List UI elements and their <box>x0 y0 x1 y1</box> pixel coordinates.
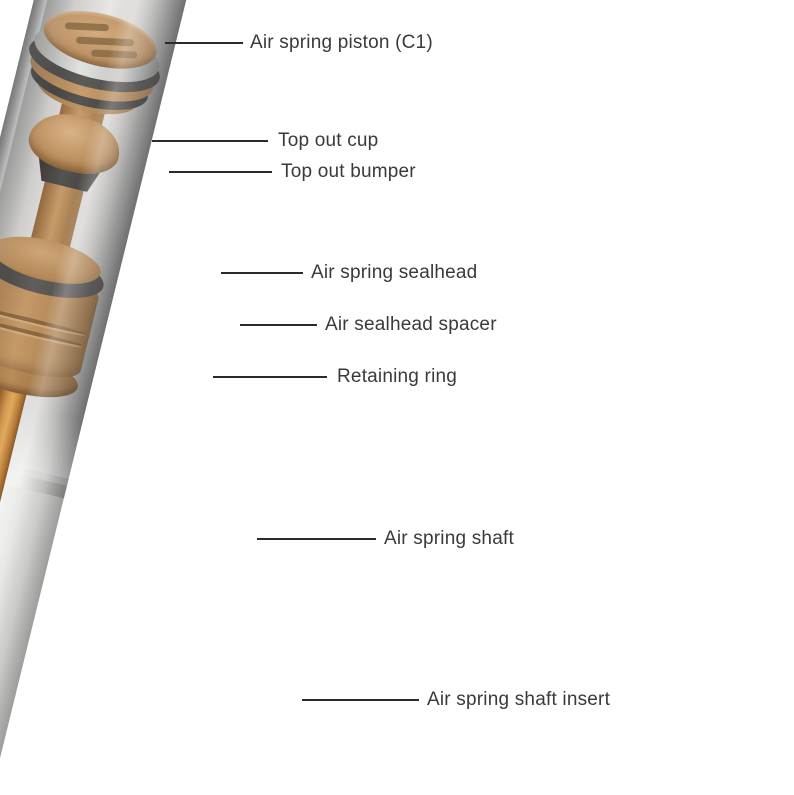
label-top-out-cup: Top out cup <box>152 128 378 154</box>
label-text: Retaining ring <box>337 366 458 387</box>
piston-slot <box>91 49 138 59</box>
label-text: Air sealhead spacer <box>325 314 497 335</box>
label-text: Air spring shaft <box>384 528 514 549</box>
label-air-spring-shaft-insert: Air spring shaft insert <box>302 687 610 713</box>
label-text: Air spring shaft insert <box>427 689 611 710</box>
label-text: Air spring piston (C1) <box>250 32 433 53</box>
leader-line <box>213 376 327 378</box>
leader-line <box>302 699 419 701</box>
label-air-spring-piston: Air spring piston (C1) <box>165 30 433 56</box>
piston-slot <box>64 22 110 32</box>
lower-leg-casting <box>0 450 67 795</box>
label-air-spring-shaft: Air spring shaft <box>257 526 514 552</box>
sealhead-groove <box>0 304 87 336</box>
leader-line <box>240 324 317 326</box>
leader-line <box>165 42 243 44</box>
leader-line <box>257 538 376 540</box>
piston-slot <box>75 36 135 47</box>
label-text: Air spring sealhead <box>311 262 478 283</box>
label-top-out-bumper: Top out bumper <box>169 159 416 185</box>
label-air-spring-sealhead: Air spring sealhead <box>221 260 477 286</box>
fork-lowers-cutaway <box>0 0 190 795</box>
label-text: Top out cup <box>278 130 379 151</box>
label-text: Top out bumper <box>281 161 416 182</box>
leader-line <box>221 272 303 274</box>
label-air-sealhead-spacer: Air sealhead spacer <box>240 312 497 338</box>
label-retaining-ring: Retaining ring <box>213 364 457 390</box>
leader-line <box>152 140 268 142</box>
leader-line <box>169 171 272 173</box>
